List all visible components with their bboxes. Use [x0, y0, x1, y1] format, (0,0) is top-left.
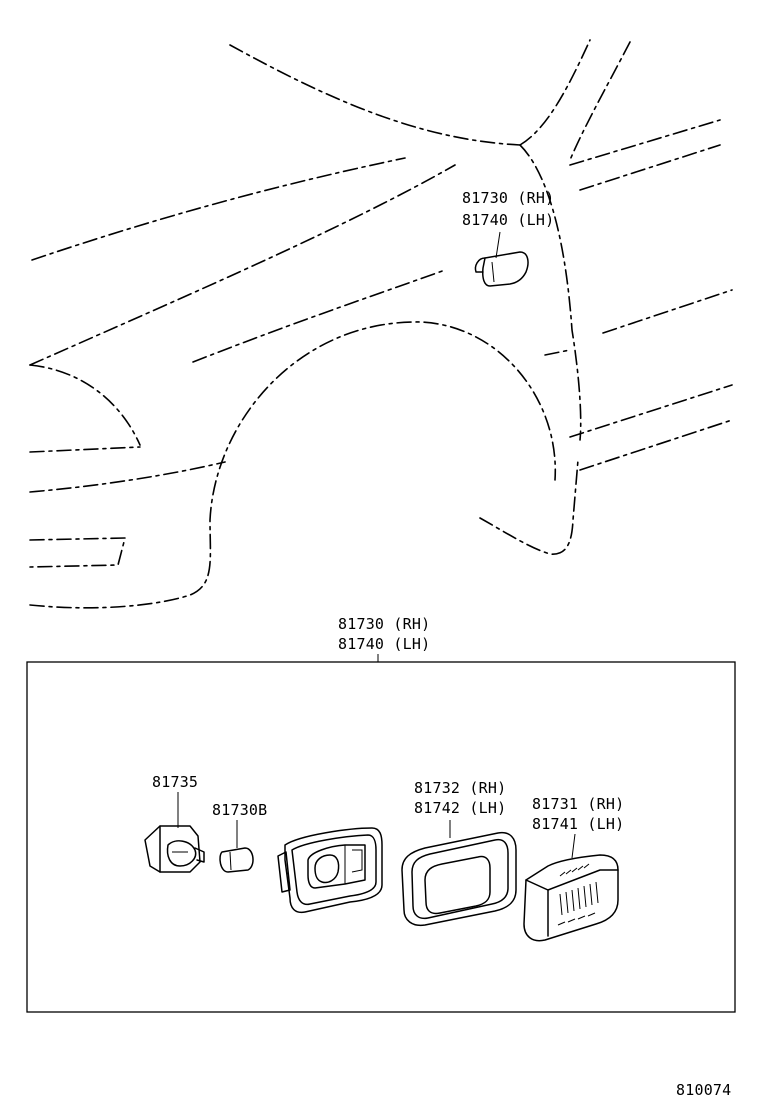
socket-part — [144, 792, 205, 873]
housing-part — [277, 827, 383, 914]
assembly-box — [26, 661, 736, 1013]
bulb-part — [219, 820, 254, 873]
lens-label-rh: 81731 (RH) — [532, 795, 625, 813]
fender-marker-label-rh: 81730 (RH) — [462, 189, 555, 207]
lens-label-lh: 81741 (LH) — [532, 815, 625, 833]
gasket-part — [401, 820, 517, 927]
assembly-label-lh: 81740 (LH) — [338, 635, 431, 653]
diagram-number: 810074 — [676, 1081, 732, 1099]
lens-part — [523, 833, 619, 942]
fender-marker-light — [474, 231, 529, 287]
car-fender-outline — [29, 39, 733, 609]
gasket-label-lh: 81742 (LH) — [414, 799, 507, 817]
bulb-label: 81730B — [212, 801, 268, 819]
fender-marker-label-lh: 81740 (LH) — [462, 211, 555, 229]
socket-label: 81735 — [152, 773, 199, 791]
assembly-label-rh: 81730 (RH) — [338, 615, 431, 633]
gasket-label-rh: 81732 (RH) — [414, 779, 507, 797]
